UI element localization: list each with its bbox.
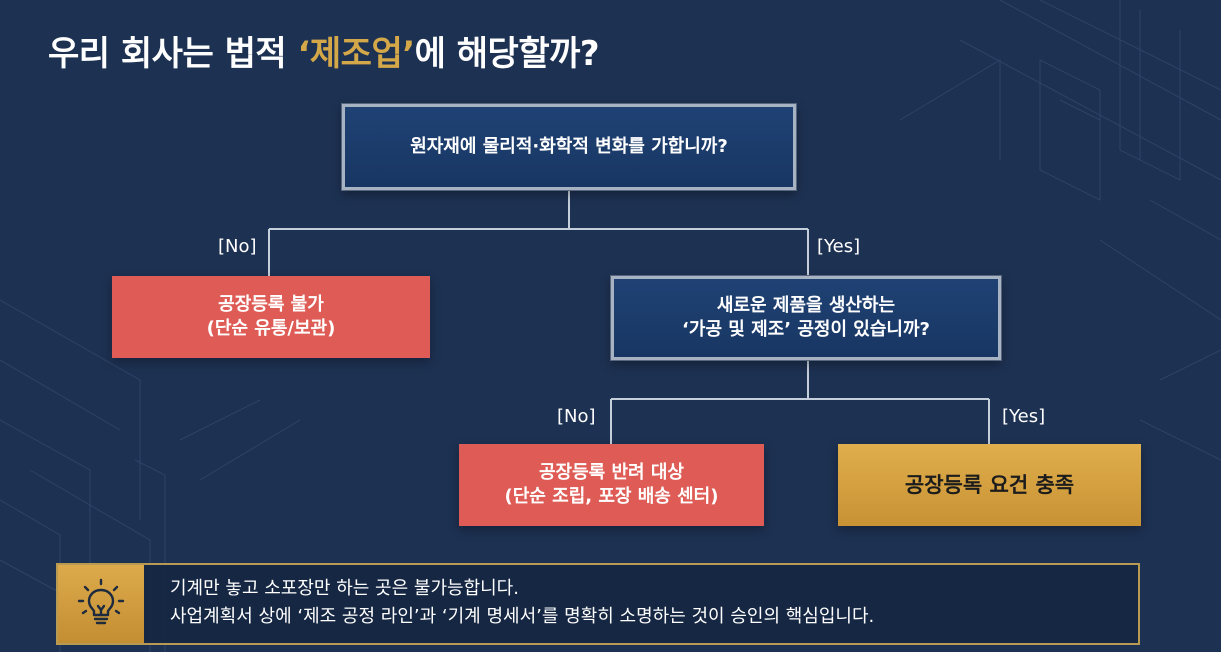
edge-label-q2-yes: [Yes] — [1002, 406, 1046, 427]
title-suffix: 에 해당할까? — [414, 34, 600, 74]
tip-icon-container — [58, 565, 144, 643]
tip-line2: 사업계획서 상에 ‘제조 공정 라인’과 ‘기계 명세서’를 명확히 소명하는 … — [170, 606, 875, 627]
title-highlight: ‘제조업’ — [297, 34, 415, 74]
question-2-line1: 새로운 제품을 생산하는 — [716, 294, 896, 316]
connector-q1-split — [268, 190, 809, 276]
edge-label-q1-no: [No] — [218, 236, 257, 257]
lightbulb-icon — [77, 578, 125, 625]
result-requirements-met-text: 공장등록 요건 충족 — [904, 472, 1075, 497]
result-node-requirements-met: 공장등록 요건 충족 — [838, 444, 1141, 526]
question-node-2: 새로운 제품을 생산하는 ‘가공 및 제조’ 공정이 있습니까? — [611, 276, 1001, 360]
result-not-allowed-line1: 공장등록 불가 — [218, 293, 324, 315]
result-rejected-line1: 공장등록 반려 대상 — [538, 461, 684, 483]
tip-box: 기계만 놓고 소포장만 하는 곳은 불가능합니다. 사업계획서 상에 ‘제조 공… — [56, 563, 1140, 645]
title-prefix: 우리 회사는 법적 — [48, 34, 298, 74]
edge-label-q2-no: [No] — [557, 406, 596, 427]
connector-q2-split — [610, 360, 990, 444]
tip-text: 기계만 놓고 소포장만 하는 곳은 불가능합니다. 사업계획서 상에 ‘제조 공… — [170, 575, 874, 631]
question-1-text: 원자재에 물리적·화학적 변화를 가합니까? — [410, 135, 728, 157]
result-node-rejected: 공장등록 반려 대상 (단순 조립, 포장 배송 센터) — [459, 444, 764, 526]
tip-line1: 기계만 놓고 소포장만 하는 곳은 불가능합니다. — [170, 578, 519, 599]
question-2-line2: ‘가공 및 제조’ 공정이 있습니까? — [682, 319, 930, 340]
result-not-allowed-line2: (단순 유통/보관) — [206, 318, 336, 339]
edge-label-q1-yes: [Yes] — [817, 236, 861, 257]
question-node-1: 원자재에 물리적·화학적 변화를 가합니까? — [342, 104, 796, 190]
page-title: 우리 회사는 법적 ‘제조업’에 해당할까? — [48, 26, 600, 75]
result-node-not-allowed: 공장등록 불가 (단순 유통/보관) — [112, 276, 430, 358]
result-rejected-line2: (단순 조립, 포장 배송 센터) — [504, 486, 719, 507]
